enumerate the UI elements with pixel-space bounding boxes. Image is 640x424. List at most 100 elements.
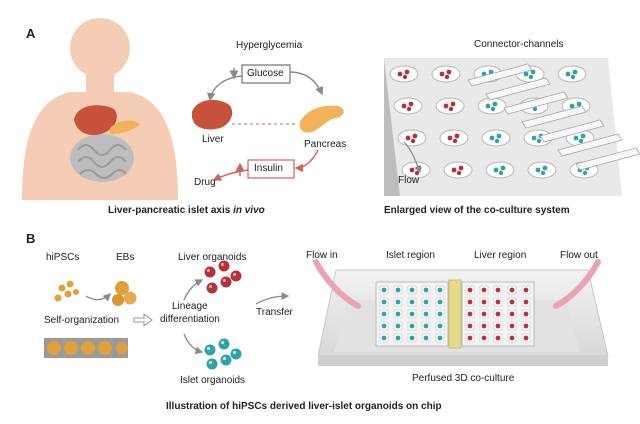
intestine-icon [70,134,134,182]
glucose-label: Glucose [247,68,284,79]
islet-organoid-in-chip [423,323,429,329]
liver-organoids-label: Liver organoids [178,252,247,263]
organoid-dot [569,103,575,109]
organoid-dot [408,101,414,107]
islet-region-label: Islet region [386,250,435,261]
organoid-highlight [220,340,225,345]
flow-arrow [403,141,422,174]
differentiation-label: differentiation [160,314,220,325]
connector-channel [575,147,640,171]
liver-organoid-in-chip [495,323,501,329]
body-pancreas-icon [110,120,140,134]
caption-axis-main: Liver-pancreatic islet axis [108,205,234,216]
islet-organoid [206,358,218,370]
organoid-dot [454,133,460,139]
islet-organoid [220,354,232,366]
up-differentiation-arrow [183,279,204,301]
organoid-dot [492,101,498,107]
organoid-dot [458,165,464,171]
islet-organoid-in-chip [409,323,415,329]
organoid-dot [494,138,500,144]
islet-organoid [218,338,230,350]
liver-organoid-in-chip [481,287,487,293]
hipsc-to-eb-arrow [85,293,111,302]
outlet-tube [553,259,601,309]
hyperglycemia-label: Hyperglycemia [236,40,303,51]
organoid-dot [535,167,541,173]
liver-organoid-in-chip [523,335,529,341]
islet-organoid-in-chip [395,323,401,329]
insulin-box [247,159,295,179]
islet-organoid-in-chip [409,287,415,293]
islet-organoid [230,348,242,360]
organoid-dot [532,106,538,112]
caption-illustration: Illustration of hiPSCs derived liver-isl… [166,401,442,412]
organoid-dot [531,135,537,141]
islet-organoid-cluster [204,338,242,370]
organoid-highlight [232,272,237,277]
coculture-3d-view [384,58,640,196]
organoid-dot [402,74,408,80]
ebs-label: EBs [116,252,135,263]
organoid-dot [410,138,416,144]
organoid-highlight [232,350,237,355]
well [477,97,507,115]
liver-icon [191,99,233,130]
body-liver-icon [74,105,117,136]
well [439,129,469,147]
panel-b-label: B [26,231,36,246]
liver-label: Liver [202,134,224,145]
organoid-dot [500,165,506,171]
organoid-dot [409,167,415,173]
pancreas-label: Pancreas [304,139,347,150]
hyperglycemia-arrow [289,71,324,96]
liver-organoid-in-chip [509,287,515,293]
flow-in-label: Flow in [306,250,338,261]
organoid-dot [444,74,450,80]
flow-label: Flow [398,175,420,186]
insulin-label: Insulin [254,163,283,174]
connector-channels-label: Connector-channels [474,39,564,50]
islet-organoid-in-chip [437,323,443,329]
pancreas-icon [299,105,344,133]
organoid-highlight [206,346,211,351]
liver-organoid-in-chip [467,335,473,341]
organoid-dot [452,138,458,144]
liver-organoid-in-chip [467,323,473,329]
liver-organoid-in-chip [481,311,487,317]
liver-organoid-in-chip [509,311,515,317]
islet-organoid-in-chip [409,311,415,317]
organoid-highlight [208,360,213,365]
glucose-box [241,64,291,84]
organoid-highlight [222,278,227,283]
inlet-tube [313,259,361,309]
caption-axis-italic: in vivo [233,205,265,216]
organoid-highlight [206,268,211,273]
connector-bridge [448,279,462,349]
liver-organoid-in-chip [467,287,473,293]
islet-organoid-in-chip [395,335,401,341]
pancreas-to-insulin-arrow [294,149,319,173]
islet-organoid-in-chip [409,335,415,341]
islet-organoid-in-chip [381,299,387,305]
organoid-dot [401,103,407,109]
organoid-dot [485,103,491,109]
islet-organoid-in-chip [395,311,401,317]
liver-organoid-in-chip [523,299,529,305]
organoid-dot [412,133,418,139]
organoid-dot [570,74,576,80]
well [389,65,419,83]
caption-axis-in-vivo: Liver-pancreatic islet axis in vivo [108,206,265,216]
organoid-dot [523,71,529,77]
organoid-dot [536,138,542,144]
organoid-dot [498,170,504,176]
drug-label: Drug [194,177,216,188]
organoid-dot [530,69,536,75]
hipsc-cells [54,280,79,302]
organoid-dot [404,69,410,75]
connector-channel [503,91,569,115]
drug-arrow [212,169,249,181]
liver-organoid-in-chip [509,299,515,305]
organoid-dot [489,135,495,141]
